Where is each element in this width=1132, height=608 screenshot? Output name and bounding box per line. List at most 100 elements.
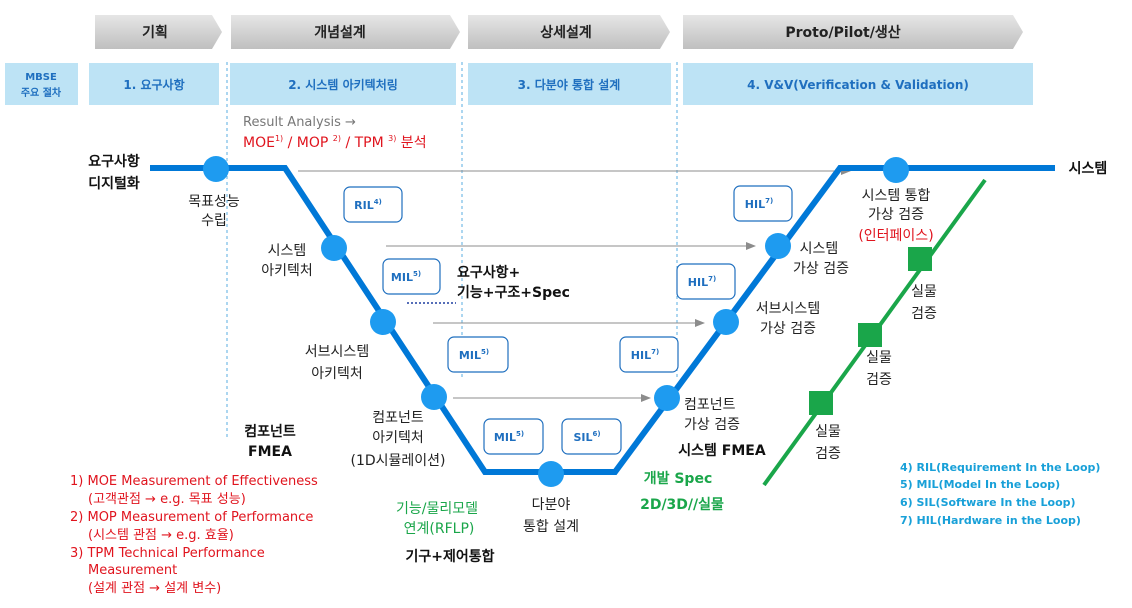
label-comp-verif-line1: 컴포넌트 — [684, 397, 736, 413]
v-nodes — [203, 156, 909, 487]
footnote-line: 1) MOE Measurement of Effectiveness — [70, 474, 318, 489]
func-physical-line1: 기능/물리모델 — [396, 501, 478, 517]
sil-box: SIL6) — [561, 418, 622, 455]
step-box — [89, 63, 219, 105]
phase-label: 기획 — [142, 24, 168, 41]
svg-text:MIL5): MIL5) — [459, 348, 489, 362]
req-func-line2: 기능+구조+Spec — [457, 285, 570, 301]
mbse-label-box — [5, 63, 78, 105]
sys-fmea: 시스템 FMEA — [678, 442, 766, 459]
svg-text:HIL7): HIL7) — [688, 275, 716, 289]
loop-boxes: RIL4) MIL5) MIL5) MIL5) SIL6) HIL7) HIL7… — [343, 185, 793, 455]
label-sys-arch-line1: 시스템 — [268, 243, 307, 259]
step-requirements: 1. 요구사항 — [123, 77, 184, 92]
label-subsys-verif-line1: 서브시스템 — [756, 301, 820, 317]
node-system-integration — [883, 157, 909, 183]
step-box — [468, 63, 671, 105]
label-subsys-arch-line1: 서브시스템 — [305, 344, 369, 360]
svg-text:MIL5): MIL5) — [494, 430, 524, 444]
phase-separators — [226, 62, 678, 440]
start-label-line2: 디지털화 — [88, 175, 140, 192]
phase-planning: 기획 — [95, 15, 222, 49]
real-verif-line2: 검증 — [911, 306, 937, 322]
footnote-line: 3) TPM Technical Performance — [70, 546, 265, 561]
ril-box: RIL4) — [343, 186, 403, 223]
step-box — [683, 63, 1033, 105]
node-system-verification — [765, 233, 791, 259]
comp-fmea-line2: FMEA — [248, 444, 292, 460]
footnote-line: (설계 관점 → 설계 변수) — [88, 581, 221, 596]
phase-label: Proto/Pilot/생산 — [785, 24, 900, 41]
label-sys-verif-line2: 가상 검증 — [793, 261, 849, 277]
label-sys-integ-line2: 가상 검증 — [868, 207, 924, 223]
footnote-line: (시스템 관점 → e.g. 효율) — [88, 528, 234, 543]
label-target-line2: 수립 — [201, 213, 227, 229]
node-subsystem-architecture — [370, 309, 396, 335]
step-architecting: 2. 시스템 아키텍처링 — [288, 77, 398, 92]
node-target-performance — [203, 156, 229, 182]
mil-box: MIL5) — [483, 418, 544, 455]
hil-box: HIL7) — [619, 336, 679, 373]
node-subsystem-verification — [713, 309, 739, 335]
legend-item: 6) SIL(Software In the Loop) — [900, 496, 1076, 509]
dev-spec-line1: 개발 Spec — [644, 470, 713, 487]
start-label-line1: 요구사항 — [88, 153, 140, 170]
real-verif-line1: 실물 — [911, 284, 937, 300]
moe-mop-tpm-label: MOE1) / MOP 2) / TPM 3) 분석 — [243, 134, 427, 151]
mbse-label-line2: 주요 절차 — [21, 86, 62, 99]
label-comp-verif-line2: 가상 검증 — [684, 417, 740, 433]
label-comp-arch-line2: 아키텍처 — [372, 430, 424, 446]
physical-test-marker — [809, 391, 833, 415]
phase-label: 상세설계 — [540, 25, 592, 41]
physical-test-marker — [858, 323, 882, 347]
label-comp-arch-line1: 컴포넌트 — [372, 410, 424, 426]
step-multidomain: 3. 다분야 통합 설계 — [518, 77, 621, 92]
svg-text:HIL7): HIL7) — [631, 348, 659, 362]
end-label: 시스템 — [1069, 160, 1108, 177]
real-verif-line1: 실물 — [866, 350, 892, 366]
hil-box: HIL7) — [676, 263, 736, 300]
label-multi-line2: 통합 설계 — [523, 519, 579, 535]
step-box — [230, 63, 456, 105]
hil-box: HIL7) — [733, 185, 793, 222]
svg-text:MIL5): MIL5) — [391, 270, 421, 284]
footnotes: 1) MOE Measurement of Effectiveness (고객관… — [70, 474, 318, 596]
comp-fmea-line1: 컴포넌트 — [244, 424, 296, 440]
real-verif-line1: 실물 — [815, 424, 841, 440]
svg-text:SIL6): SIL6) — [573, 430, 600, 444]
label-multi-line1: 다분야 — [532, 497, 571, 513]
legend-item: 4) RIL(Requirement In the Loop) — [900, 461, 1100, 474]
label-target-line1: 목표성능 — [188, 194, 240, 210]
label-comp-arch-line3: (1D시뮬레이션) — [350, 453, 445, 469]
node-multidomain-design — [538, 461, 564, 487]
node-system-architecture — [321, 235, 347, 261]
loop-legend: 4) RIL(Requirement In the Loop) 5) MIL(M… — [900, 461, 1100, 527]
mil-box: MIL5) — [382, 258, 441, 295]
svg-text:RIL4): RIL4) — [354, 198, 382, 212]
phase-label: 개념설계 — [314, 25, 366, 41]
phase-concept-design: 개념설계 — [231, 15, 460, 49]
label-subsys-verif-line2: 가상 검증 — [760, 321, 816, 337]
legend-item: 5) MIL(Model In the Loop) — [900, 478, 1060, 491]
result-analysis-label: Result Analysis → — [243, 115, 356, 130]
mbse-label-line1: MBSE — [25, 72, 57, 83]
node-component-verification — [654, 385, 680, 411]
footnote-line: (고객관점 → e.g. 목표 성능) — [88, 492, 246, 507]
label-sys-arch-line2: 아키텍처 — [261, 263, 313, 279]
req-func-line1: 요구사항+ — [457, 264, 520, 281]
footnote-line: Measurement — [88, 563, 177, 578]
phase-header: 기획 개념설계 상세설계 Proto/Pilot/생산 — [95, 15, 1023, 49]
mil-box: MIL5) — [447, 336, 509, 373]
node-component-architecture — [421, 384, 447, 410]
legend-item: 7) HIL(Hardware in the Loop) — [900, 514, 1081, 527]
real-verif-line2: 검증 — [815, 446, 841, 462]
phase-production: Proto/Pilot/생산 — [683, 15, 1023, 49]
func-physical-line2: 연계(RFLP) — [404, 521, 475, 537]
mech-control-label: 기구+제어통합 — [405, 548, 494, 565]
label-interface: (인터페이스) — [858, 228, 933, 244]
physical-test-marker — [908, 247, 932, 271]
label-sys-verif-line1: 시스템 — [800, 241, 839, 257]
dev-spec-line2: 2D/3D//실물 — [640, 497, 724, 513]
step-vv: 4. V&V(Verification & Validation) — [747, 78, 969, 92]
